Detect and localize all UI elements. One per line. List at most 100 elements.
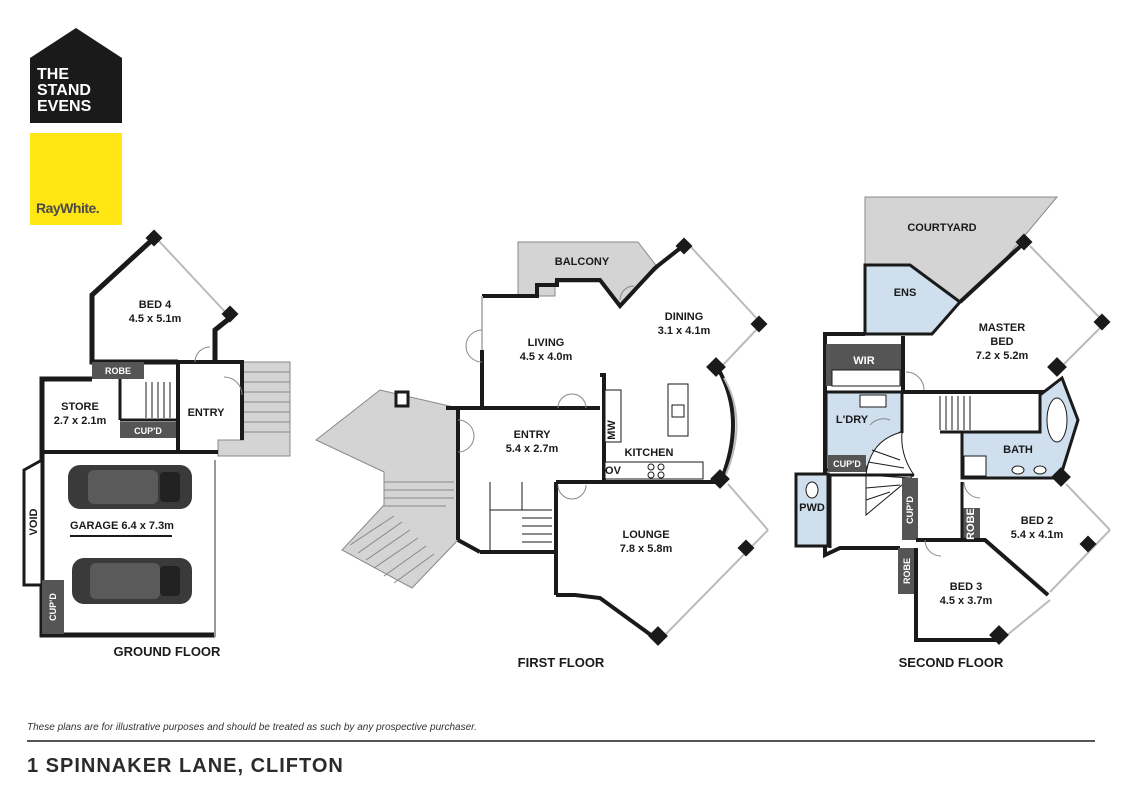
- robe-bed3: [898, 548, 916, 594]
- cupd-hall: [902, 478, 918, 540]
- bath-area: [960, 375, 1080, 480]
- lounge-window: [663, 529, 769, 637]
- car-icon: [72, 558, 192, 604]
- master-dims: 7.2 x 5.2m: [976, 350, 1029, 362]
- second-stair-top: [939, 396, 971, 430]
- robe-bed2: [962, 508, 980, 540]
- door-swing: [619, 285, 635, 301]
- second-walls: [823, 332, 900, 559]
- store-stair: [145, 382, 171, 418]
- ldry-label: L'DRY: [836, 414, 869, 426]
- ground-floor-title: GROUND FLOOR: [114, 644, 221, 659]
- garage-label: GARAGE 6.4 x 7.3m: [70, 520, 174, 532]
- bed3-name: BED 3: [950, 581, 982, 593]
- robe-label: ROBE: [902, 558, 912, 584]
- window-post: [1093, 313, 1111, 331]
- door-swing: [557, 484, 587, 500]
- property-address: 1 SPINNAKER LANE, CLIFTON: [27, 755, 344, 777]
- wall-post: [394, 390, 410, 408]
- window-post: [145, 229, 163, 247]
- entry-door-swing: [223, 376, 243, 396]
- kitchen-curved-window: [723, 377, 738, 475]
- window-post: [1079, 535, 1097, 553]
- cupd-label: CUP'D: [833, 459, 861, 469]
- dining-dims: 3.1 x 4.1m: [658, 325, 711, 337]
- balcony-label: BALCONY: [555, 256, 610, 268]
- cupd-label: CUP'D: [134, 426, 162, 436]
- disclaimer-text: These plans are for illustrative purpose…: [27, 722, 477, 733]
- toilet-icon: [805, 481, 819, 499]
- window-post: [989, 625, 1009, 645]
- shower-icon: [963, 455, 987, 477]
- agency-logo: [30, 28, 122, 123]
- first-deck-stair-treads: [349, 481, 454, 584]
- bed2-dims: 5.4 x 4.1m: [1011, 529, 1064, 541]
- cupd-label: CUP'D: [48, 593, 58, 621]
- bed-walls: [914, 548, 998, 642]
- bed4-dims: 4.5 x 5.1m: [129, 313, 182, 325]
- window-post: [1047, 357, 1067, 377]
- robe-bed4: [92, 362, 144, 379]
- first-entry-name: ENTRY: [514, 429, 552, 441]
- void-label: VOID: [28, 509, 40, 536]
- living-dims: 4.5 x 4.0m: [520, 351, 573, 363]
- first-walls: [482, 244, 685, 310]
- first-floor-title: FIRST FLOOR: [518, 655, 605, 670]
- kitchen-bench: [604, 461, 704, 480]
- dining-window: [689, 245, 761, 323]
- ens-label: ENS: [894, 287, 917, 299]
- agency-logo-line: EVENS: [37, 98, 92, 115]
- courtyard-label: COURTYARD: [907, 222, 976, 234]
- bed3-window: [1005, 599, 1051, 637]
- first-entry-stair: [489, 482, 552, 550]
- bed4-window: [157, 239, 229, 316]
- robe-label: ROBE: [105, 366, 131, 376]
- lounge-walls: [556, 593, 657, 640]
- window-post: [706, 357, 726, 377]
- store-name: STORE: [61, 401, 99, 413]
- bed3-dims: 4.5 x 3.7m: [940, 595, 993, 607]
- lounge-window: [727, 483, 769, 531]
- lounge-dims: 7.8 x 5.8m: [620, 543, 673, 555]
- window-post: [750, 315, 768, 333]
- door-swing: [465, 329, 483, 363]
- second-floor-plan: COURTYARD ENS MASTER BED 7.2 x 5.2m WIR …: [794, 196, 1111, 670]
- cupd-label: CUP'D: [905, 496, 915, 524]
- laundry-tub: [859, 394, 887, 408]
- raywhite-logo: RayWhite.: [30, 133, 122, 225]
- lounge-name: LOUNGE: [622, 529, 669, 541]
- raywhite-logo-text: RayWhite.: [36, 200, 100, 216]
- window-post: [221, 305, 239, 323]
- window-post: [710, 469, 730, 489]
- kitchen-walls: [600, 373, 606, 482]
- bed2-window: [1049, 529, 1111, 593]
- agency-logo-line: STAND: [37, 82, 91, 99]
- first-entry-dims: 5.4 x 2.7m: [506, 443, 559, 455]
- robe-label: ROBE: [965, 508, 977, 540]
- kitchen-curved-wall: [718, 371, 735, 479]
- door-swing: [963, 481, 981, 499]
- second-walls: [958, 240, 1027, 304]
- bed2-window: [1065, 483, 1111, 531]
- agency-logo-line: THE: [37, 66, 69, 83]
- door-swing: [557, 393, 587, 409]
- ground-floor-plan: BED 4 4.5 x 5.1m ROBE STORE 2.7 x 2.1m C…: [22, 229, 291, 659]
- ground-entry-stair-treads: [243, 371, 290, 433]
- master-window: [1029, 245, 1101, 319]
- cupd-laundry: [828, 455, 866, 472]
- entry-door-swing: [194, 346, 211, 363]
- kitchen-label: KITCHEN: [625, 447, 674, 459]
- bath-label: BATH: [1003, 444, 1033, 456]
- master-name-2: BED: [990, 336, 1013, 348]
- first-floor-plan: BALCONY LIVING 4.5 x 4.0m DINING 3.1 x 4…: [315, 237, 769, 670]
- wir-inner: [831, 369, 901, 387]
- dining-name: DINING: [665, 311, 704, 323]
- door-swing: [457, 419, 475, 453]
- basin-icon: [1033, 465, 1047, 475]
- cupd-store: [120, 422, 176, 438]
- cooktop-icon: [647, 463, 665, 479]
- window-post: [675, 237, 693, 255]
- window-post: [1051, 467, 1071, 487]
- first-wall: [457, 538, 481, 554]
- first-deck-area: [315, 389, 459, 589]
